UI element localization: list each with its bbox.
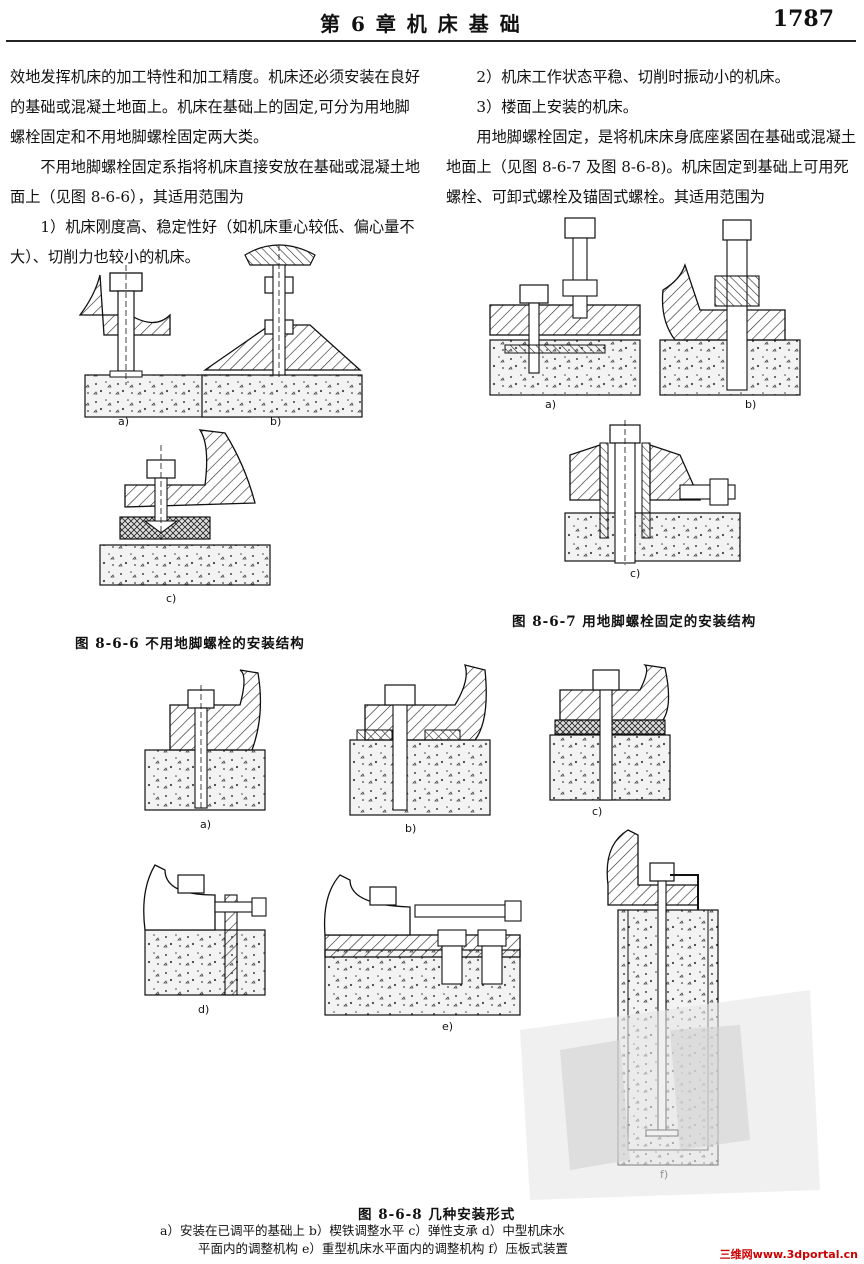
legend-line: a）安装在已调平的基础上 b）楔铁调整水平 c）弹性支承 d）中型机床水 — [160, 1223, 565, 1238]
fig867-label-b: b) — [745, 398, 757, 411]
figure-8-6-8-c — [549, 664, 671, 801]
right-text-column: 2）机床工作状态平稳、切削时振动小的机床。 3）楼面上安装的机床。 用地脚螺栓固… — [446, 62, 858, 212]
figure-8-6-6-ab — [78, 244, 363, 418]
fig868-label-d: d) — [198, 1003, 210, 1016]
figure-8-6-7-c — [564, 420, 741, 565]
figure-8-6-6-c — [99, 429, 271, 586]
figure-8-6-7-ab — [489, 217, 801, 396]
fig867-label-c: c) — [630, 567, 641, 580]
fig868-label-c: c) — [592, 805, 603, 818]
chapter-title: 第 6 章 机 床 基 础 — [320, 12, 522, 36]
fig868-label-b: b) — [405, 822, 417, 835]
fig866-label-a: a) — [118, 415, 130, 428]
figure-8-6-8-d — [143, 864, 267, 996]
fig866-b-drawing — [201, 244, 363, 418]
fig868-caption: 图 8-6-8 几种安装形式 — [358, 1207, 516, 1223]
paragraph: 用地脚螺栓固定，是将机床床身底座紧固在基础或混凝土地面上（见图 8-6-7 及图… — [446, 128, 857, 206]
fig868-legend: a）安装在已调平的基础上 b）楔铁调整水平 c）弹性支承 d）中型机床水 平面内… — [160, 1222, 568, 1258]
background-stamp-image — [520, 990, 820, 1200]
page-number: 1787 — [772, 6, 834, 32]
fig867-a-drawing — [489, 217, 641, 396]
paragraph: 3）楼面上安装的机床。 — [476, 98, 638, 116]
site-watermark: 三维网www.3dportal.cn — [719, 1248, 858, 1261]
fig866-caption: 图 8-6-6 不用地脚螺栓的安装结构 — [75, 636, 305, 652]
figure-8-6-8-b — [349, 664, 491, 816]
fig866-label-c: c) — [166, 592, 177, 605]
legend-line: 平面内的调整机构 e）重型机床水平面内的调整机构 f）压板式装置 — [198, 1241, 568, 1256]
fig867-b-drawing — [659, 219, 801, 396]
figure-8-6-8-a — [144, 669, 266, 811]
fig866-label-b: b) — [270, 415, 282, 428]
paragraph: 1）机床刚度高、稳定性好（如机床重心较低、偏心量不大）、切削力也较小的机床。 — [10, 218, 415, 266]
figure-8-6-8-e — [323, 874, 522, 1016]
fig868-label-a: a) — [200, 818, 212, 831]
paragraph: 不用地脚螺栓固定系指将机床直接安放在基础或混凝土地面上（见图 8-6-6），其适… — [10, 158, 421, 206]
header-rule — [6, 40, 856, 42]
left-text-column: 效地发挥机床的加工特性和加工精度。机床还必须安装在良好的基础或混凝土地面上。机床… — [10, 62, 422, 272]
paragraph: 2）机床工作状态平稳、切削时振动小的机床。 — [476, 68, 790, 86]
page-header: 第 6 章 机 床 基 础 1787 — [0, 0, 864, 44]
paragraph: 效地发挥机床的加工特性和加工精度。机床还必须安装在良好的基础或混凝土地面上。机床… — [10, 68, 421, 146]
fig867-label-a: a) — [545, 398, 557, 411]
fig868-label-e: e) — [442, 1020, 454, 1033]
fig867-caption: 图 8-6-7 用地脚螺栓固定的安装结构 — [512, 614, 757, 630]
